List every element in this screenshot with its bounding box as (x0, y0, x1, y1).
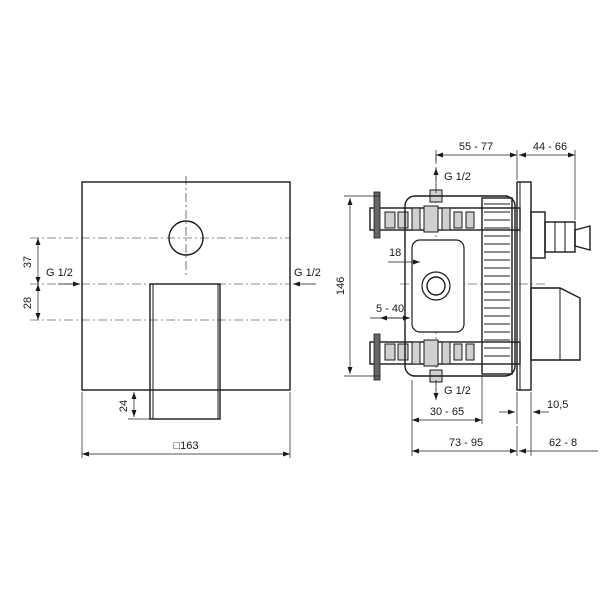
side-view: G 1/2 G 1/2 146 18 5 - 40 (335, 141, 598, 456)
label-28: 28 (22, 297, 34, 309)
label-10-5: 10,5 (547, 399, 568, 411)
label-163: □163 (174, 440, 199, 452)
label-44-66: 44 - 66 (533, 141, 567, 153)
lever-profile (530, 287, 581, 361)
thread-left-label: G 1/2 (46, 267, 73, 279)
top-flange (373, 191, 381, 239)
label-5-40: 5 - 40 (376, 303, 404, 315)
dimension-18: 18 (388, 247, 420, 265)
outlet-bottom: G 1/2 (433, 380, 471, 400)
dimension-37: 37 (22, 238, 41, 284)
dimension-73-95: 73 - 95 (412, 426, 518, 456)
bottom-flange (373, 333, 381, 381)
dimension-24: 24 (118, 389, 150, 420)
outlet-top: G 1/2 (433, 168, 471, 193)
dimension-10-5: 10,5 (499, 392, 568, 456)
label-146: 146 (335, 277, 347, 295)
label-18: 18 (389, 247, 401, 259)
label-55-77: 55 - 77 (459, 141, 493, 153)
label-73-95: 73 - 95 (449, 437, 483, 449)
lever-handle (149, 283, 221, 420)
dimension-44-66: 44 - 66 (519, 141, 576, 220)
dimension-28: 28 (22, 284, 41, 320)
dimension-163: □163 (81, 392, 291, 458)
dimension-55-77: 55 - 77 (435, 141, 518, 180)
inlet-left: G 1/2 (46, 267, 80, 287)
label-37: 37 (22, 256, 34, 268)
front-view: 37 28 G 1/2 G 1/2 24 □163 (22, 176, 321, 458)
thread-bottom-label: G 1/2 (444, 385, 471, 397)
central-outlet (421, 271, 451, 301)
ribbed-sleeve (481, 197, 513, 375)
mixer-body (404, 195, 516, 377)
label-30-65: 30 - 65 (430, 406, 464, 418)
dimension-62-8: 62 - 8 (519, 437, 598, 454)
thread-top-label: G 1/2 (444, 171, 471, 183)
thread-right-label: G 1/2 (294, 267, 321, 279)
label-24: 24 (118, 400, 130, 412)
wall-plate-profile (516, 181, 532, 391)
inlet-right: G 1/2 (293, 267, 321, 287)
dimension-146: 146 (335, 195, 380, 377)
dimension-30-65: 30 - 65 (411, 376, 483, 456)
label-62-8: 62 - 8 (549, 437, 577, 449)
dimension-5-40: 5 - 40 (370, 303, 410, 321)
hose-connector (530, 211, 591, 259)
